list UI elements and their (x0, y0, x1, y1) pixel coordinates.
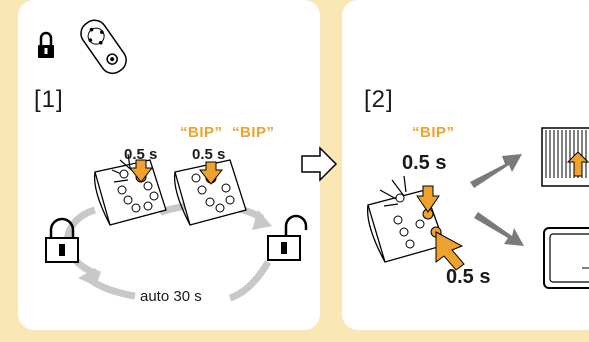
auto-timeout-label: auto 30 s (140, 288, 202, 305)
next-step-arrow-icon (301, 146, 338, 182)
timing-label-2: 0.5 s (192, 146, 226, 163)
padlock-open-icon (267, 214, 308, 261)
step-1-panel (18, 0, 320, 330)
outcome-arrows (470, 154, 524, 246)
padlock-closed-icon (45, 217, 79, 263)
garage-door-closed-icon (543, 227, 589, 289)
timing-label-1: 0.5 s (124, 146, 158, 163)
timing-label-4: 0.5 s (446, 266, 491, 288)
lock-closed-icon (38, 31, 54, 58)
remote-control-icon (173, 159, 247, 226)
press-hand-icon (435, 231, 465, 271)
step-1-label: [1] (34, 86, 64, 113)
cycle-arrow-icon (64, 201, 272, 302)
timing-label-3: 0.5 s (402, 152, 447, 174)
remote-control-icon (80, 19, 127, 75)
beep-label-1: “BIP” (180, 124, 223, 141)
step-2-label: [2] (364, 86, 394, 113)
garage-door-up-icon (541, 127, 589, 187)
beep-label-3: “BIP” (412, 124, 455, 141)
remote-control-icon (366, 175, 446, 263)
remote-control-icon (93, 153, 167, 226)
beep-label-2: “BIP” (232, 124, 275, 141)
